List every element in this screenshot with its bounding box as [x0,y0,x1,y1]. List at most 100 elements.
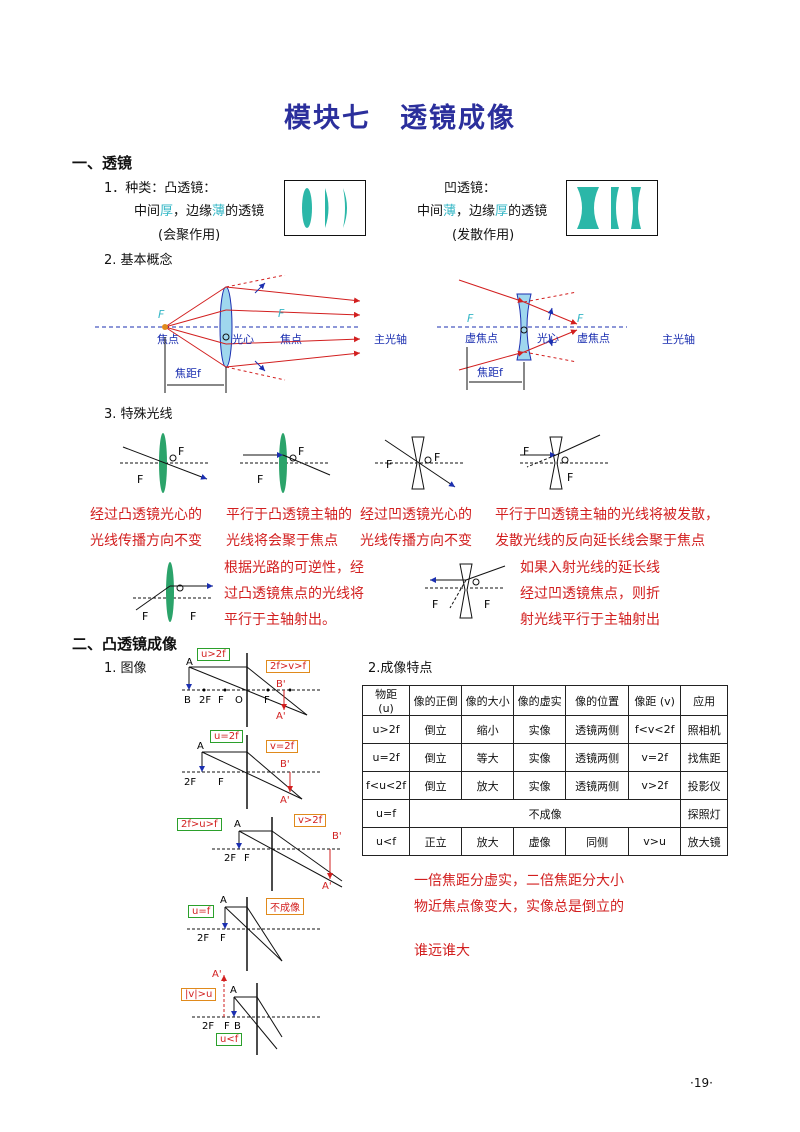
table-cell: 放大 [461,827,515,856]
ray2-F-right: F [298,445,304,458]
case-1-v-condition: 2f>v>f [266,660,311,673]
case-1-diagram: A B 2F F O F B' A' [182,653,322,727]
table-header: 像的虚实 [513,685,567,716]
table-cell: 同侧 [565,827,630,856]
concave-concept-diagram: F F 虚焦点 光心 虚焦点 焦距f [437,279,627,390]
ray6-F-left: F [432,598,438,611]
case-3-v-condition: v>2f [294,814,327,827]
table-cell: u=f [361,799,411,828]
section-heading-convex-imaging: 二、凸透镜成像 [72,635,178,653]
table-cell: 照相机 [680,715,729,744]
convex-lens-shapes [284,180,366,236]
svg-text:B': B' [276,679,286,690]
table-cell: 倒立 [409,771,463,800]
table-header: 像的位置 [565,685,630,716]
mnemonic-note-3: 谁远谁大 [414,943,470,959]
ray1-F-left: F [137,473,143,486]
ray2-F-left: F [257,473,263,486]
table-cell: 透镜两侧 [565,771,630,800]
main-axis-label-right: 主光轴 [662,333,695,346]
table-cell: 探照灯 [680,799,729,828]
svg-text:A': A' [322,881,332,892]
table-cell: u>2f [361,715,411,744]
svg-text:2F: 2F [197,933,209,944]
table-header: 像的大小 [461,685,515,716]
table-cell: 不成像 [409,799,682,828]
ray-note-1: 经过凸透镜光心的光线传播方向不变 [90,507,202,549]
ray-diagram-concave-center: F F [375,436,465,490]
table-cell: u<f [361,827,411,856]
svg-text:2F: 2F [199,695,211,706]
case-2-v-condition: v=2f [266,740,299,753]
ray-note-2: 平行于凸透镜主轴的光线将会聚于焦点 [226,507,352,549]
ray-diagram-convex-parallel: F F [240,433,331,493]
ray4-F-right: F [567,471,573,484]
concave-focal-length: 焦距f [477,366,504,379]
imaging-diagrams: A B 2F F O F B' A' A 2F F B' A' A 2F F B… [182,653,343,1055]
svg-text:A: A [230,985,237,996]
svg-text:B': B' [332,831,342,842]
case-4-u-condition: u=f [188,905,215,918]
ray-note-5: 根据光路的可逆性，经过凸透镜焦点的光线将平行于主轴射出。 [224,560,364,628]
table-cell: v>2f [628,771,682,800]
page-title: 模块七 透镜成像 [284,103,516,134]
table-cell: 虚像 [513,827,567,856]
case-4-diagram: A 2F F [187,895,322,971]
svg-text:F: F [220,933,226,944]
concave-description: 中间薄，边缘厚的透镜 [417,204,548,219]
special-rays-label: 3. 特殊光线 [104,407,173,422]
case-5-v-condition: |v|>u [181,988,217,1001]
imaging-features-table: 物距 (u) 像的正倒 像的大小 像的虚实 像的位置 像距 (v) 应用 u>2… [361,685,729,856]
svg-text:A': A' [212,969,222,980]
virtual-F-left: F [467,312,474,325]
svg-text:A: A [220,895,227,906]
svg-text:F: F [218,695,224,706]
table-cell: 实像 [513,715,567,744]
lens-types-label: 1．种类：凸透镜： [104,181,217,196]
concave-center-label: 光心 [537,331,559,345]
ray-diagram-convex-reverse: F F [133,562,213,623]
svg-text:O: O [235,695,243,706]
table-cell: f<v<2f [628,715,682,744]
ray6-F-right: F [484,598,490,611]
table-cell: 倒立 [409,743,463,772]
virtual-focus-left: 虚焦点 [465,332,498,345]
table-cell: f<u<2f [361,771,411,800]
ray3-F-right: F [434,451,440,464]
case-4-v-condition: 不成像 [266,898,304,915]
case-3-u-condition: 2f>u>f [177,818,222,831]
table-cell: v>u [628,827,682,856]
table-cell: 实像 [513,743,567,772]
svg-text:F: F [224,1021,230,1032]
basic-concepts-label: 2. 基本概念 [104,253,173,268]
svg-text:2F: 2F [224,853,236,864]
svg-text:A: A [197,741,204,752]
table-cell: 放大 [461,771,515,800]
table-cell: 透镜两侧 [565,715,630,744]
svg-text:B': B' [280,759,290,770]
convex-description: 中间厚，边缘薄的透镜 [134,204,265,219]
svg-text:B: B [234,1021,241,1032]
table-cell: 放大镜 [680,827,729,856]
table-cell: 倒立 [409,715,463,744]
ray-diagram-concave-reverse: F F [425,563,506,619]
svg-text:F: F [244,853,250,864]
table-header-row: 物距 (u) 像的正倒 像的大小 像的虚实 像的位置 像距 (v) 应用 [361,685,729,716]
table-header: 像距 (v) [628,685,682,716]
table-cell: 等大 [461,743,515,772]
ray-diagram-convex-center: F F [120,433,210,493]
ray3-F-left: F [386,458,392,471]
svg-text:2F: 2F [202,1021,214,1032]
optical-center-label: 光心 [232,332,254,346]
table-cell: 正立 [409,827,463,856]
table-cell: u=2f [361,743,411,772]
table-cell: 透镜两侧 [565,743,630,772]
focus-label-right: 焦点 [280,333,302,346]
table-cell: 投影仪 [680,771,729,800]
table-cell: 实像 [513,771,567,800]
concave-label: 凹透镜： [444,181,497,196]
